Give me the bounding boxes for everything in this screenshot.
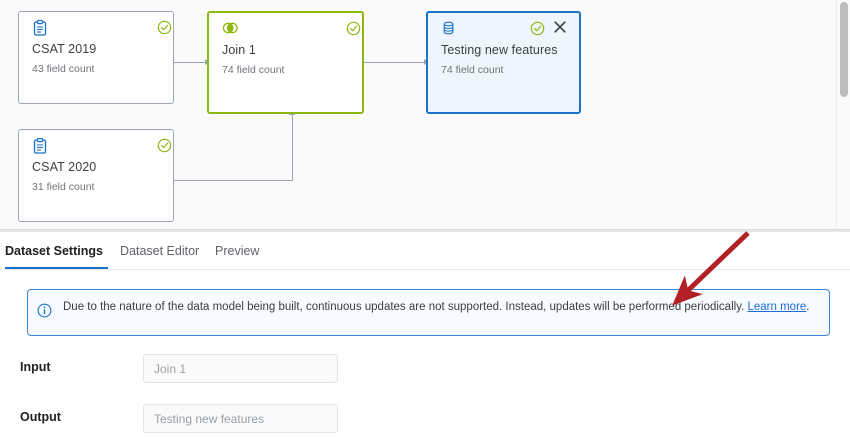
learn-more-link[interactable]: Learn more <box>747 301 807 313</box>
connector-join1-to-testing <box>364 62 426 63</box>
input-field[interactable] <box>143 354 338 383</box>
database-icon <box>441 21 457 37</box>
flow-node-testing-new-features[interactable]: Testing new features 74 field count <box>426 11 581 114</box>
flow-node-csat-2019[interactable]: CSAT 2019 43 field count <box>18 11 174 104</box>
flow-node-header <box>19 12 173 42</box>
join-icon <box>222 21 238 37</box>
flow-node-title: Join 1 <box>222 43 256 57</box>
connector-csat2020-horizontal <box>174 180 292 181</box>
check-circle-icon <box>530 21 545 36</box>
info-banner-suffix: . <box>806 301 810 313</box>
check-circle-icon <box>346 21 361 36</box>
flow-node-subtitle: 74 field count <box>222 64 285 76</box>
info-banner-text: Due to the nature of the data model bein… <box>63 299 817 315</box>
flow-node-header <box>428 13 579 43</box>
dataflow-canvas[interactable]: CSAT 2019 43 field count <box>0 0 850 229</box>
tab-dataset-editor[interactable]: Dataset Editor <box>120 240 199 268</box>
tab-label: Preview <box>215 244 260 258</box>
tab-bar: Dataset Settings Dataset Editor Preview <box>0 240 850 270</box>
dataflow-canvas-inner: CSAT 2019 43 field count <box>18 11 581 222</box>
connector-csat2020-vertical <box>292 114 293 181</box>
flow-node-title: Testing new features <box>441 43 558 57</box>
flow-node-title: CSAT 2020 <box>32 160 97 174</box>
flow-node-join-1[interactable]: Join 1 74 field count <box>207 11 364 114</box>
flow-node-subtitle: 31 field count <box>32 181 95 193</box>
flow-node-subtitle: 74 field count <box>441 64 504 76</box>
clipboard-icon <box>32 20 48 36</box>
tab-dataset-settings[interactable]: Dataset Settings <box>5 240 108 269</box>
tab-label: Dataset Editor <box>120 244 200 258</box>
input-field-label: Input <box>20 360 51 374</box>
canvas-scrollbar-thumb[interactable] <box>840 2 848 97</box>
form-row-input: Input <box>0 354 850 384</box>
panel-divider[interactable] <box>0 229 850 232</box>
flow-node-csat-2020[interactable]: CSAT 2020 31 field count <box>18 129 174 222</box>
output-field-label: Output <box>20 410 61 424</box>
info-circle-icon <box>37 303 52 318</box>
canvas-vertical-scrollbar[interactable] <box>836 0 850 229</box>
flow-node-header <box>209 13 362 43</box>
details-panel: Dataset Settings Dataset Editor Preview … <box>0 232 850 437</box>
clipboard-icon <box>32 138 48 154</box>
close-icon[interactable] <box>553 20 567 34</box>
form-row-output: Output <box>0 404 850 434</box>
flow-node-header <box>19 130 173 160</box>
output-field[interactable] <box>143 404 338 433</box>
connector-csat2019-to-join1 <box>174 62 207 63</box>
info-banner: Due to the nature of the data model bein… <box>27 289 830 336</box>
info-banner-message: Due to the nature of the data model bein… <box>63 301 748 313</box>
tab-label: Dataset Settings <box>5 244 103 258</box>
flow-node-title: CSAT 2019 <box>32 42 97 56</box>
check-circle-icon <box>157 20 172 35</box>
check-circle-icon <box>157 138 172 153</box>
flow-node-subtitle: 43 field count <box>32 63 95 75</box>
tab-preview[interactable]: Preview <box>215 240 259 268</box>
